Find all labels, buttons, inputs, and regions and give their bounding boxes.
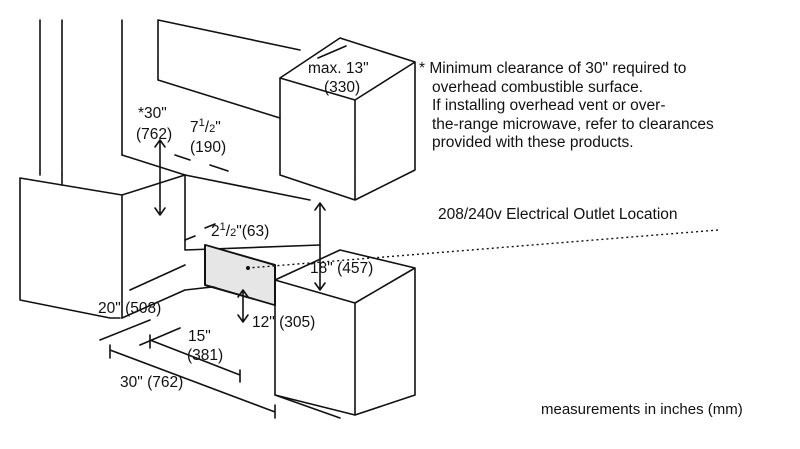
outlet-width-label: 15" bbox=[188, 328, 211, 345]
wall-column-left bbox=[39, 19, 123, 176]
outlet-width-metric: (381) bbox=[187, 347, 223, 364]
cutout-front-edge bbox=[129, 264, 186, 291]
clearance-note-text-1: Minimum clearance of 30" required to bbox=[429, 60, 687, 77]
outlet-offset-arrow bbox=[184, 223, 216, 241]
clearance-30-arrow bbox=[154, 139, 166, 216]
outlet-location-label: 208/240v Electrical Outlet Location bbox=[438, 206, 678, 223]
counter-clearance-label: 18" (457) bbox=[310, 260, 373, 277]
clearance-note-line-2: overhead combustible surface. bbox=[432, 78, 644, 96]
floor-line bbox=[274, 394, 341, 419]
cabinet-depth-arrow bbox=[317, 45, 347, 59]
clearance-18-arrow bbox=[314, 202, 326, 291]
side-clearance-label: 71/2" bbox=[190, 117, 221, 136]
outlet-offset-label: 21/2"(63) bbox=[211, 221, 269, 240]
clearance-note-line-5: provided with these products. bbox=[432, 134, 634, 151]
outlet-height-arrow bbox=[237, 289, 249, 323]
cabinet-depth-label: max. 13" bbox=[308, 60, 369, 77]
wall-soffit bbox=[121, 154, 186, 176]
measurement-units-note: measurements in inches (mm) bbox=[541, 401, 743, 418]
left-base-cabinet bbox=[19, 174, 186, 319]
outlet-width-dimension bbox=[149, 334, 241, 383]
clearance-note: * Minimum clearance of 30" required to o… bbox=[419, 60, 714, 153]
outlet-height-label: 12" (305) bbox=[252, 314, 315, 331]
right-base-cabinet bbox=[274, 249, 416, 416]
overhead-clearance-label: *30" bbox=[138, 105, 167, 122]
outlet-marker bbox=[246, 266, 250, 270]
overhead-cabinet bbox=[279, 37, 416, 201]
overhead-clearance-metric: (762) bbox=[136, 126, 172, 143]
wall-band bbox=[157, 19, 301, 119]
clearance-note-line-4: the-range microwave, refer to clearances bbox=[432, 115, 714, 133]
clearance-note-line-1: * Minimum clearance of 30" required to bbox=[419, 60, 714, 79]
outlet-box bbox=[204, 244, 276, 306]
base-height-label: 20" (508) bbox=[98, 300, 161, 317]
side-clearance-metric: (190) bbox=[190, 139, 226, 156]
clearance-note-line-3: If installing overhead vent or over- bbox=[432, 97, 666, 114]
outlet-box-fill bbox=[206, 246, 274, 304]
cutout-width-label: 30" (762) bbox=[120, 374, 183, 391]
side-clearance-arrow bbox=[174, 154, 229, 172]
cabinet-depth-metric: (330) bbox=[324, 79, 360, 96]
cutout-width-dimension bbox=[109, 344, 276, 419]
outlet-leader-line bbox=[247, 229, 719, 269]
clearance-note-marker: * bbox=[419, 60, 426, 77]
base-height-extension bbox=[99, 319, 181, 346]
